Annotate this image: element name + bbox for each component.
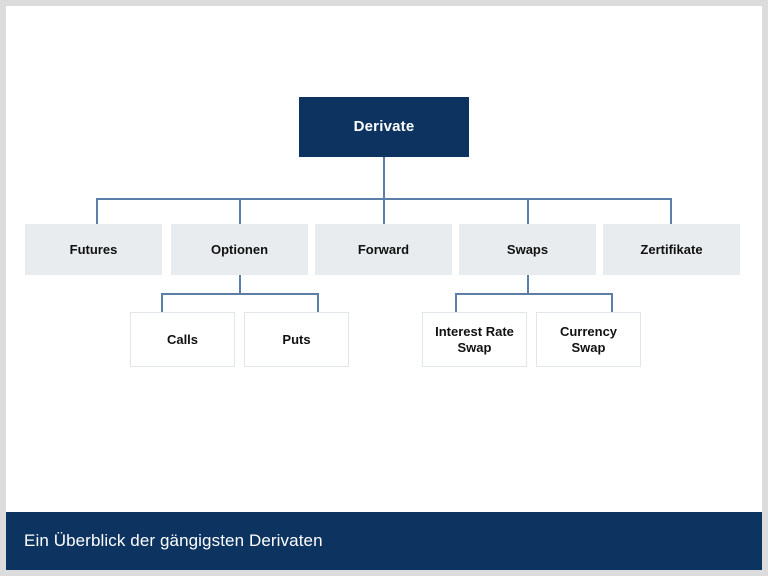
connector-root-down <box>383 157 385 199</box>
caption-text: Ein Überblick der gängigsten Derivaten <box>24 531 323 550</box>
node-swaps[interactable]: Swaps <box>459 224 596 275</box>
node-swaps-label: Swaps <box>506 241 549 257</box>
node-puts-label: Puts <box>282 331 311 347</box>
connector-to-optionen <box>239 198 241 224</box>
connector-to-calls <box>161 293 163 312</box>
slide-canvas: Derivate Futures Optionen Forward Swaps … <box>6 6 762 570</box>
node-calls-label: Calls <box>166 331 199 347</box>
derivate-hierarchy-diagram: Derivate Futures Optionen Forward Swaps … <box>6 6 762 506</box>
node-forward-label: Forward <box>357 241 410 257</box>
connector-to-interest-rate-swap <box>455 293 457 312</box>
node-currency-swap-label: Currency Swap <box>559 324 618 355</box>
node-optionen-label: Optionen <box>210 241 269 257</box>
node-puts[interactable]: Puts <box>244 312 349 367</box>
node-futures[interactable]: Futures <box>25 224 162 275</box>
node-derivate-label: Derivate <box>353 118 415 136</box>
connector-to-swaps <box>527 198 529 224</box>
connector-optionen-bus <box>161 293 319 295</box>
node-optionen[interactable]: Optionen <box>171 224 308 275</box>
node-calls[interactable]: Calls <box>130 312 235 367</box>
connector-optionen-down <box>239 275 241 294</box>
node-derivate[interactable]: Derivate <box>299 97 469 157</box>
connector-to-puts <box>317 293 319 312</box>
caption-band: Ein Überblick der gängigsten Derivaten <box>6 512 762 570</box>
connector-swaps-down <box>527 275 529 294</box>
node-zertifikate[interactable]: Zertifikate <box>603 224 740 275</box>
node-interest-rate-swap-label: Interest Rate Swap <box>435 324 514 355</box>
connector-to-zertifikate <box>670 198 672 224</box>
connector-to-futures <box>96 198 98 224</box>
node-zertifikate-label: Zertifikate <box>640 241 703 257</box>
connector-to-forward <box>383 198 385 224</box>
node-currency-swap[interactable]: Currency Swap <box>536 312 641 367</box>
connector-swaps-bus <box>455 293 613 295</box>
node-futures-label: Futures <box>69 241 118 257</box>
node-interest-rate-swap[interactable]: Interest Rate Swap <box>422 312 527 367</box>
node-forward[interactable]: Forward <box>315 224 452 275</box>
connector-to-currency-swap <box>611 293 613 312</box>
